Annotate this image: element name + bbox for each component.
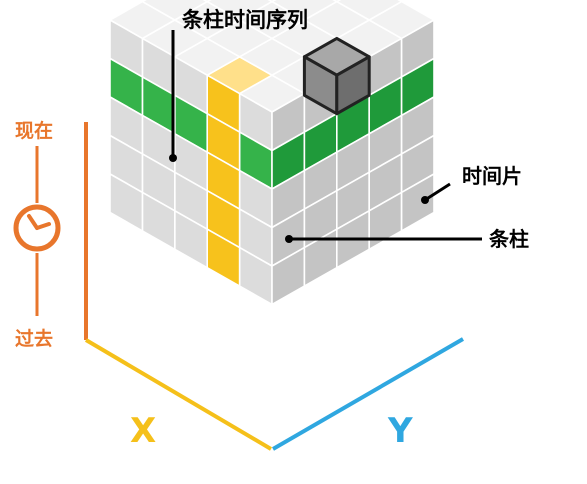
space-time-cube (109, 0, 435, 306)
time-slice-callout-line (424, 182, 451, 202)
time-slice-callout-dot (421, 196, 429, 204)
bin-cube-right (335, 55, 371, 116)
y-axis-line (271, 337, 465, 451)
time-indicator (13, 146, 61, 316)
bin-time-series-callout-dot (169, 154, 177, 162)
cube-right-cell (400, 173, 435, 232)
x-axis-line (84, 338, 273, 451)
labels: 条柱时间序列 时间片 条柱 现在 过去 X Y (15, 8, 529, 451)
cube-left-cell (109, 173, 144, 232)
cube-top-cell (206, 0, 273, 21)
y-axis-label: Y (387, 411, 413, 451)
x-axis-label: X (130, 411, 156, 451)
cube-top-cell (271, 0, 338, 21)
cube-top-cell (141, 0, 208, 21)
bin-callout-dot (285, 235, 293, 243)
clock-icon (13, 204, 61, 252)
cube-top-cell (335, 0, 403, 21)
cube-top-cell (267, 0, 277, 3)
cube-top-cell (202, 0, 212, 3)
bin-time-series-label: 条柱时间序列 (182, 8, 308, 32)
callouts (169, 30, 482, 243)
now-label: 现在 (15, 119, 53, 142)
past-label: 过去 (15, 327, 53, 350)
cube-top-cell (332, 0, 342, 3)
axes (84, 122, 465, 451)
bin-label: 条柱 (489, 227, 529, 251)
time-slice-label: 时间片 (462, 164, 522, 188)
